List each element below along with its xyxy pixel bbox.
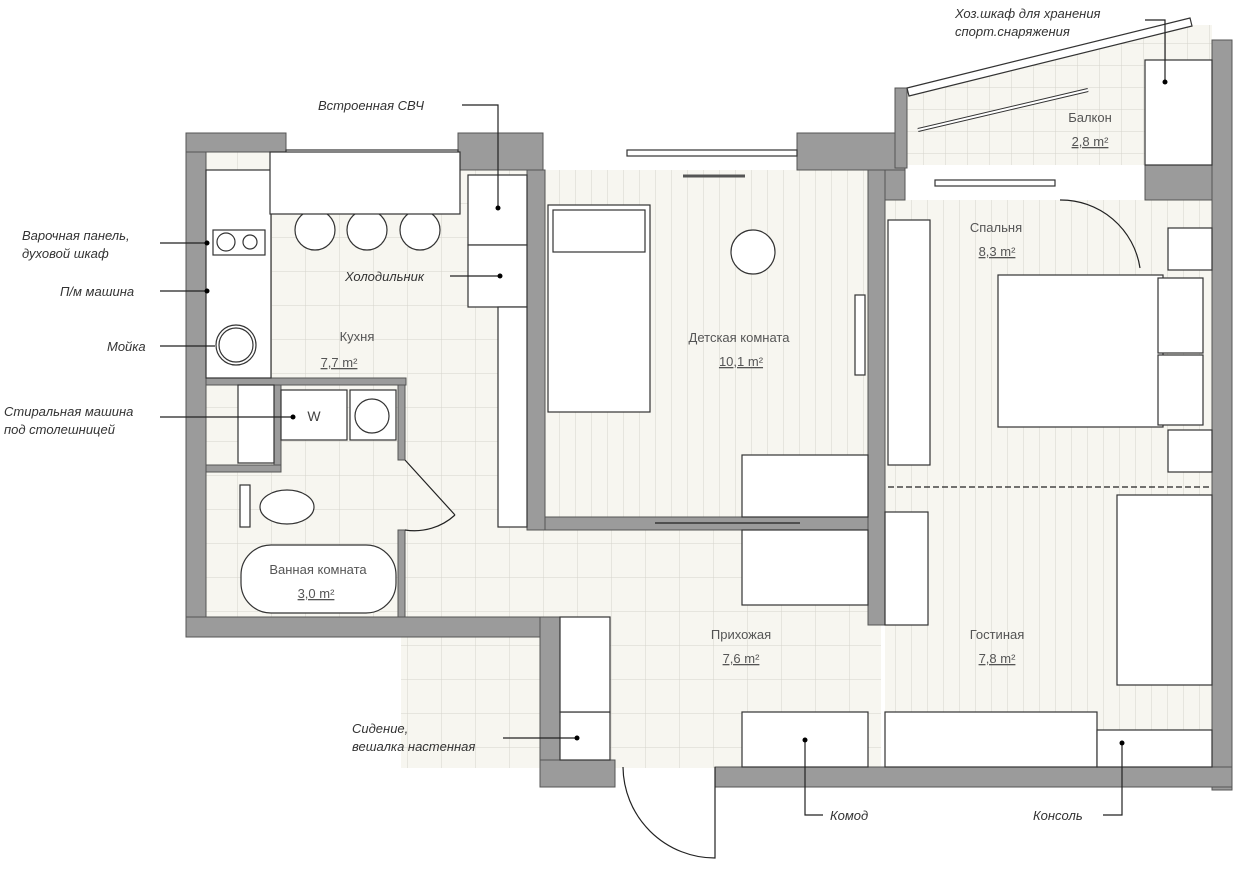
callout-fridge: Холодильник xyxy=(344,269,425,284)
storage-cabinet xyxy=(1144,59,1213,166)
console xyxy=(884,711,1098,768)
bedroom-furniture xyxy=(887,199,1213,488)
hallway-area: 7,6 m² xyxy=(723,651,761,666)
balcony-furniture xyxy=(917,59,1213,166)
callout-storage-2: спорт.снаряжения xyxy=(955,24,1070,39)
callout-dresser: Комод xyxy=(830,808,868,823)
kitchen-name: Кухня xyxy=(340,329,375,344)
toilet xyxy=(259,489,315,525)
bedroom-area: 8,3 m² xyxy=(979,244,1017,259)
bathroom-name: Ванная комната xyxy=(269,562,367,577)
room-labels: Кухня 7,7 m² Детская комната 10,1 m² Спа… xyxy=(269,110,1111,666)
callouts: Встроенная СВЧ Варочная панель, духовой … xyxy=(4,6,1168,823)
washer-letter: W xyxy=(307,408,321,424)
living-furniture xyxy=(404,459,1213,859)
callout-seat-1: Сидение, xyxy=(352,721,408,736)
double-bed xyxy=(997,274,1164,428)
kitchen-furniture xyxy=(205,151,528,528)
bathroom-area: 3,0 m² xyxy=(298,586,336,601)
hallway-name: Прихожая xyxy=(711,627,771,642)
living-name: Гостиная xyxy=(970,627,1025,642)
kitchen-area: 7,7 m² xyxy=(321,355,359,370)
callout-hob-1: Варочная панель, xyxy=(22,228,130,243)
seat xyxy=(559,711,611,761)
callout-hob-2: духовой шкаф xyxy=(22,246,109,261)
callout-dishwasher: П/м машина xyxy=(60,284,134,299)
callout-sink: Мойка xyxy=(107,339,146,354)
bedroom-name: Спальня xyxy=(970,220,1022,235)
kids-area: 10,1 m² xyxy=(719,354,764,369)
callout-washer-2: под столешницей xyxy=(4,422,115,437)
callout-seat-2: вешалка настенная xyxy=(352,739,475,754)
balcony-area: 2,8 m² xyxy=(1072,134,1110,149)
walls xyxy=(185,39,1233,791)
callout-microwave: Встроенная СВЧ xyxy=(318,98,424,113)
callout-storage-1: Хоз.шкаф для хранения xyxy=(954,6,1101,21)
living-area: 7,8 m² xyxy=(979,651,1017,666)
kids-name: Детская комната xyxy=(689,330,791,345)
sofa xyxy=(1116,494,1213,686)
balcony-name: Балкон xyxy=(1068,110,1112,125)
bathtub xyxy=(240,544,397,614)
callout-console: Консоль xyxy=(1033,808,1083,823)
callout-washer-1: Стиральная машина xyxy=(4,404,133,419)
kids-furniture xyxy=(547,204,869,606)
